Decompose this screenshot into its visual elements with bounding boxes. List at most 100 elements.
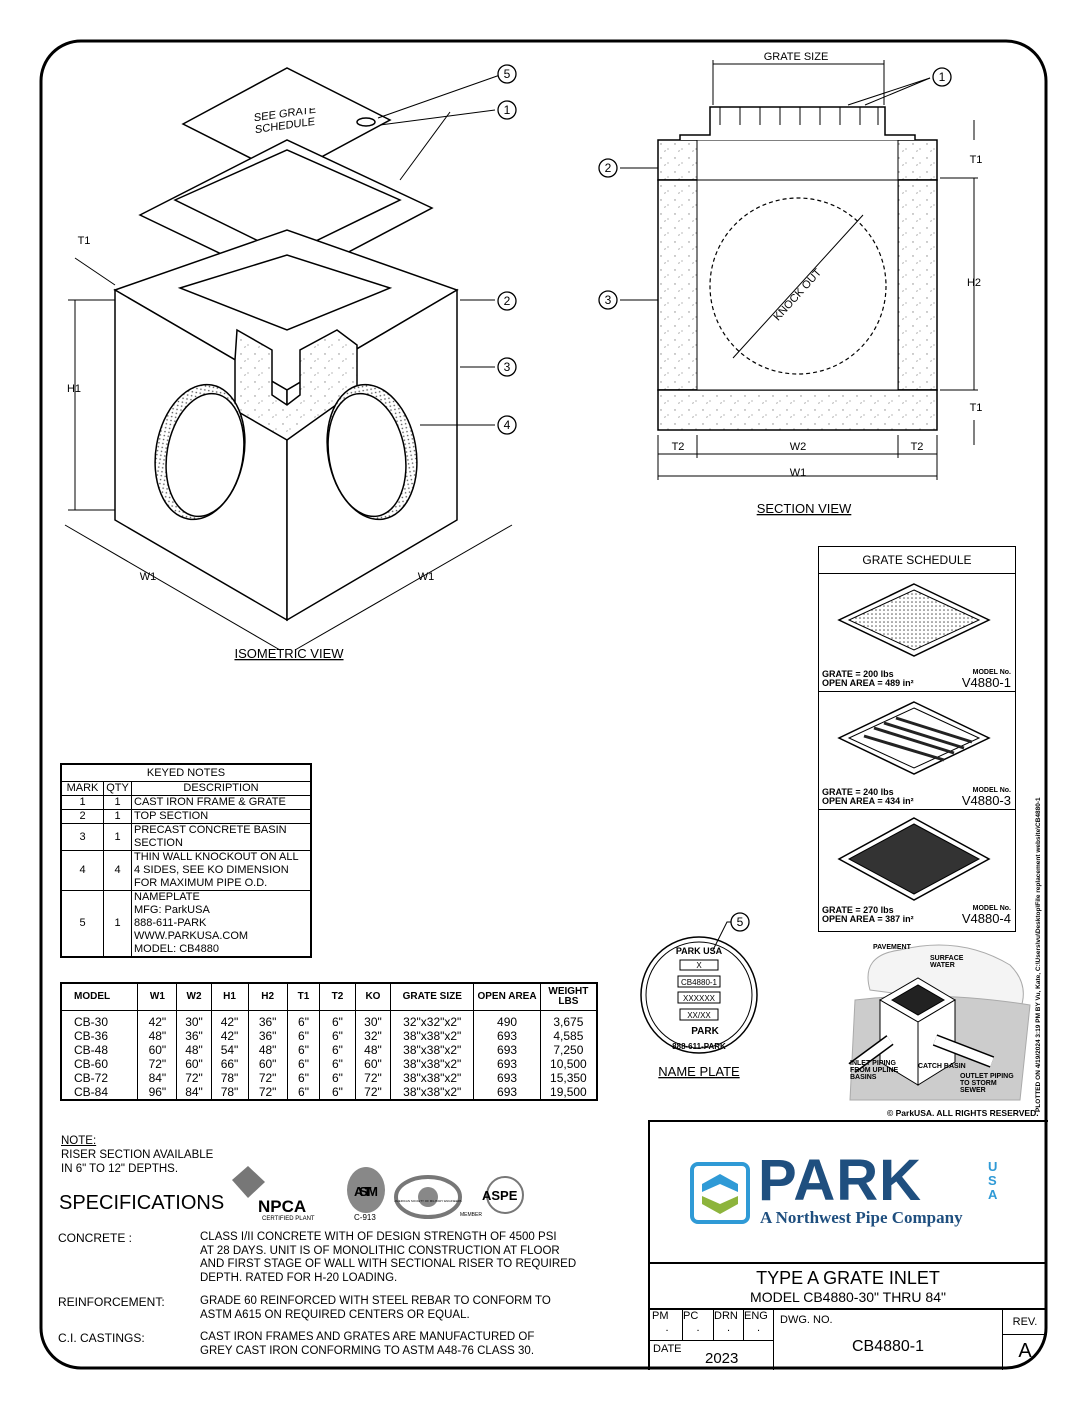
table-cell: 36" (247, 1029, 288, 1043)
table-cell: 36" (247, 1010, 288, 1029)
column-header: GRATE SIZE (390, 983, 475, 1011)
nameplate-bottom-text: 888-611-PARK (672, 1042, 726, 1051)
section-title: SECTION VIEW (757, 501, 852, 516)
sheet-border (39, 39, 1048, 1370)
pm-label: PM (652, 1310, 669, 1322)
grate-model: V4880-1 (961, 675, 1011, 690)
spec-text: CLASS I/II CONCRETE WITH OF DESIGN STREN… (200, 1231, 590, 1285)
grate-schedule-title: GRATE SCHEDULE (819, 547, 1015, 574)
npca-logo: NPCA (258, 1197, 306, 1216)
astm-logo: ASTM (354, 1184, 378, 1199)
note-qty: 1 (103, 795, 132, 810)
description-line: WWW.PARKUSA.COM (134, 930, 249, 942)
w2-label: W2 (790, 441, 807, 453)
description-line: 888-611-PARK (134, 917, 207, 929)
note-mark: 3 (60, 823, 104, 851)
column-header: KO (354, 983, 392, 1011)
table-cell: 7,250 (539, 1043, 598, 1057)
table-cell: 30" (176, 1010, 212, 1029)
column-header: WEIGHT LBS (539, 983, 598, 1011)
table-cell: 10,500 (539, 1057, 598, 1071)
note-qty: 1 (103, 890, 132, 958)
spec-line: AT 28 DAYS. UNIT IS OF MONOLITHIC CONSTR… (200, 1244, 560, 1257)
date-label: DATE (653, 1343, 682, 1355)
park-logo-icon (690, 1162, 750, 1224)
column-header: H1 (210, 983, 249, 1011)
subtitle-text: MODEL CB4880-30" THRU 84" (750, 1289, 946, 1305)
spec-label: C.I. CASTINGS: (58, 1331, 145, 1345)
grate-model: V4880-3 (961, 793, 1011, 808)
nameplate-logo: PARK (691, 1026, 719, 1037)
grate-open-area: OPEN AREA = 387 in² (822, 914, 914, 924)
aspe-logo: ASPE (482, 1188, 518, 1203)
table-cell: 42" (137, 1010, 178, 1029)
description-line: CAST IRON FRAME & GRATE (134, 796, 286, 808)
column-header: W2 (176, 983, 212, 1011)
t1-top-label: T1 (970, 154, 983, 166)
description-line: MODEL: CB4880 (134, 943, 219, 955)
table-cell: 72" (137, 1057, 178, 1071)
t2-right-label: T2 (911, 441, 924, 453)
rev-value: A (1018, 1340, 1032, 1362)
table-cell: 38"x38"x2" (390, 1029, 475, 1043)
table-cell: 19,500 (539, 1085, 598, 1100)
table-cell: CB-84 (60, 1085, 139, 1100)
pavement-label: PAVEMENT (873, 944, 912, 951)
see-grate-note: SEE GRATE SCHEDULE (253, 108, 317, 137)
table-cell: 693 (473, 1057, 541, 1071)
eng-label: ENG (744, 1310, 768, 1322)
description-line: FOR MAXIMUM PIPE O.D. (134, 877, 268, 889)
grate-model: V4880-4 (961, 911, 1011, 926)
riser-note: NOTE: RISER SECTION AVAILABLE IN 6" TO 1… (61, 1134, 213, 1176)
plot-stamp: PLOTTED ON 4/19/2024 3:19 PM BY Vu, Kate… (1035, 797, 1042, 1112)
surface-water-label: SURFACE WATER (930, 955, 964, 969)
nameplate-field: XX/XX (687, 1011, 711, 1020)
table-cell: 38"x38"x2" (390, 1043, 475, 1057)
grate-weight: GRATE = 240 lbs (822, 787, 894, 797)
note-qty: 1 (103, 809, 132, 824)
table-cell: 72" (247, 1071, 288, 1085)
table-cell: 6" (319, 1010, 356, 1029)
callout-1: 1 (504, 103, 511, 117)
nameplate-top-text: PARK USA (676, 946, 723, 956)
table-cell: 60" (247, 1057, 288, 1071)
note-qty: 1 (103, 823, 132, 851)
table-cell: 6" (319, 1071, 356, 1085)
grate-weight: GRATE = 200 lbs (822, 669, 894, 679)
grate-v4880-4-image (837, 817, 991, 901)
header-description: DESCRIPTION (131, 781, 312, 796)
isometric-callouts (497, 64, 517, 435)
table-cell: 6" (286, 1029, 321, 1043)
table-cell: 6" (319, 1029, 356, 1043)
table-cell: 32"x32"x2" (390, 1010, 475, 1029)
note-heading: NOTE: (61, 1135, 97, 1147)
knockout-circle (709, 197, 887, 375)
note-description: CAST IRON FRAME & GRATE (131, 795, 312, 810)
catch-basin-label: CATCH BASIN (918, 1063, 966, 1070)
w1-right-label: W1 (418, 571, 435, 583)
spec-line: GRADE 60 REINFORCED WITH STEEL REBAR TO … (200, 1295, 551, 1307)
drn-value: . (726, 1322, 731, 1334)
dwg-no-value: CB4880-1 (851, 1338, 925, 1355)
table-cell: 38"x38"x2" (390, 1085, 475, 1100)
table-cell: 72" (354, 1071, 392, 1085)
keyed-notes-title: KEYED NOTES (60, 763, 312, 782)
inlet-label: INLET PIPING FROM UPLINE BASINS (850, 1060, 899, 1081)
spec-text: GRADE 60 REINFORCED WITH STEEL REBAR TO … (200, 1295, 590, 1322)
table-cell: 6" (319, 1043, 356, 1057)
table-cell: 6" (286, 1010, 321, 1029)
table-cell: 693 (473, 1029, 541, 1043)
table-cell: 6" (286, 1057, 321, 1071)
title-text: TYPE A GRATE INLET (756, 1268, 940, 1288)
h1-label: H1 (67, 383, 81, 395)
